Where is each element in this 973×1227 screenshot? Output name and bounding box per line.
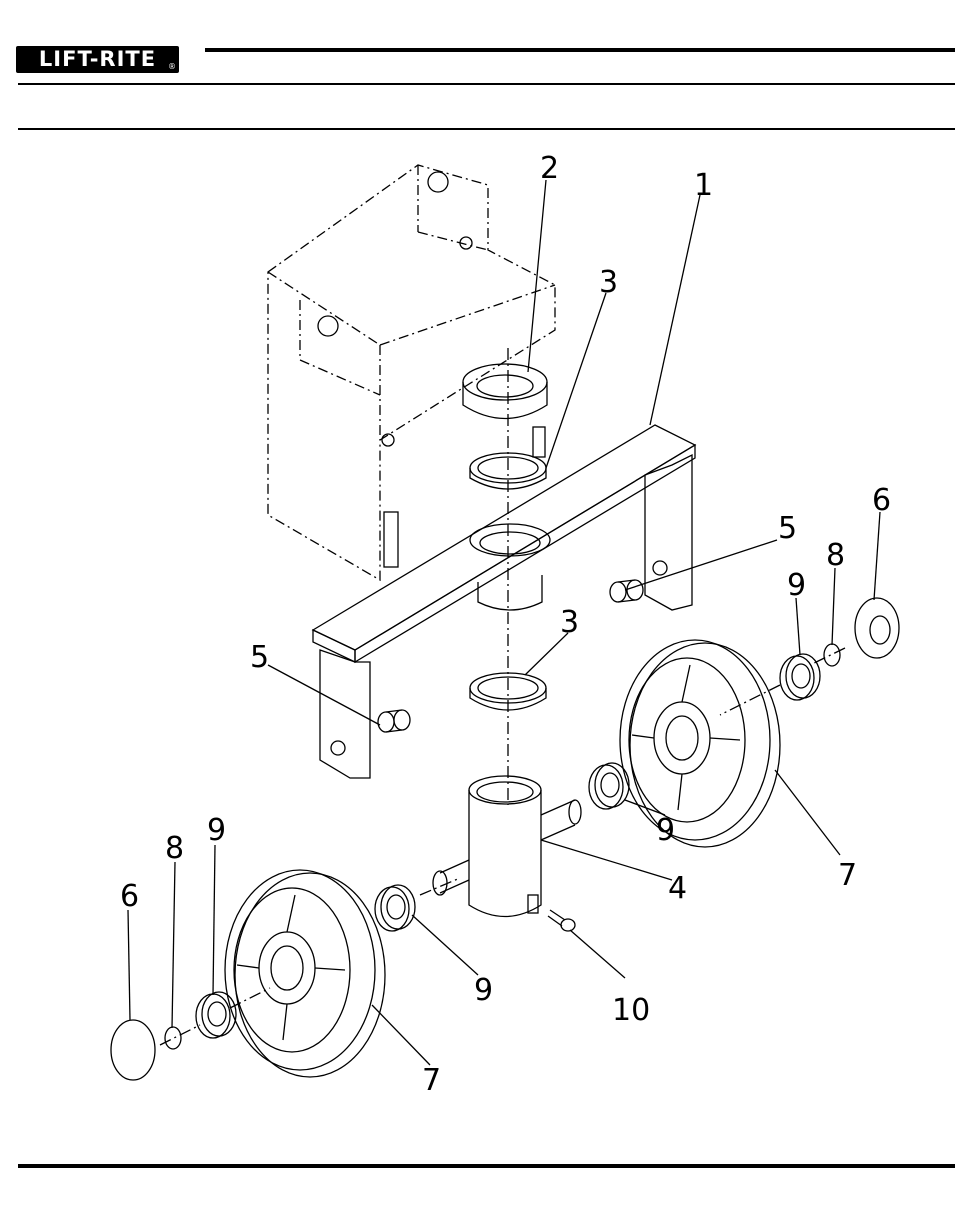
part-9-bearing-right-outer xyxy=(780,654,820,700)
part-2-bearing-cup xyxy=(463,364,547,419)
callout-8-right: 8 xyxy=(826,538,845,573)
callout-9-left-outer: 9 xyxy=(207,813,226,848)
callout-4: 4 xyxy=(668,871,687,906)
callout-5-left: 5 xyxy=(250,640,269,675)
part-9-bearing-left-outer xyxy=(196,992,236,1038)
part-1-yoke-frame xyxy=(313,425,695,778)
part-6-cap-right xyxy=(855,598,899,658)
callout-9-left-inner: 9 xyxy=(474,973,493,1008)
part-7-wheel-right xyxy=(620,640,780,847)
part-8-ring-left xyxy=(165,1027,181,1049)
part-4-axle-housing xyxy=(433,776,581,917)
part-6-cap-left xyxy=(111,1020,155,1080)
callout-6-left: 6 xyxy=(120,879,139,914)
callout-1: 1 xyxy=(694,168,713,203)
callout-3-lower: 3 xyxy=(560,605,579,640)
callout-7-right: 7 xyxy=(838,858,857,893)
pump-housing-phantom xyxy=(268,165,555,580)
callout-5-right: 5 xyxy=(778,511,797,546)
part-5-bushing-right xyxy=(610,580,643,602)
part-8-ring-right xyxy=(824,644,840,666)
callout-3-upper: 3 xyxy=(599,265,618,300)
part-5-bushing-left xyxy=(378,710,410,732)
callout-9-right-inner: 9 xyxy=(656,813,675,848)
callout-9-right-outer: 9 xyxy=(787,568,806,603)
part-7-wheel-left xyxy=(225,870,385,1077)
part-10-screw xyxy=(548,910,575,931)
callout-2: 2 xyxy=(540,151,559,186)
callout-10: 10 xyxy=(612,993,650,1028)
part-9-bearing-left-inner xyxy=(375,885,415,931)
callout-8-left: 8 xyxy=(165,831,184,866)
callout-6-right: 6 xyxy=(872,483,891,518)
callout-7-left: 7 xyxy=(422,1063,441,1098)
